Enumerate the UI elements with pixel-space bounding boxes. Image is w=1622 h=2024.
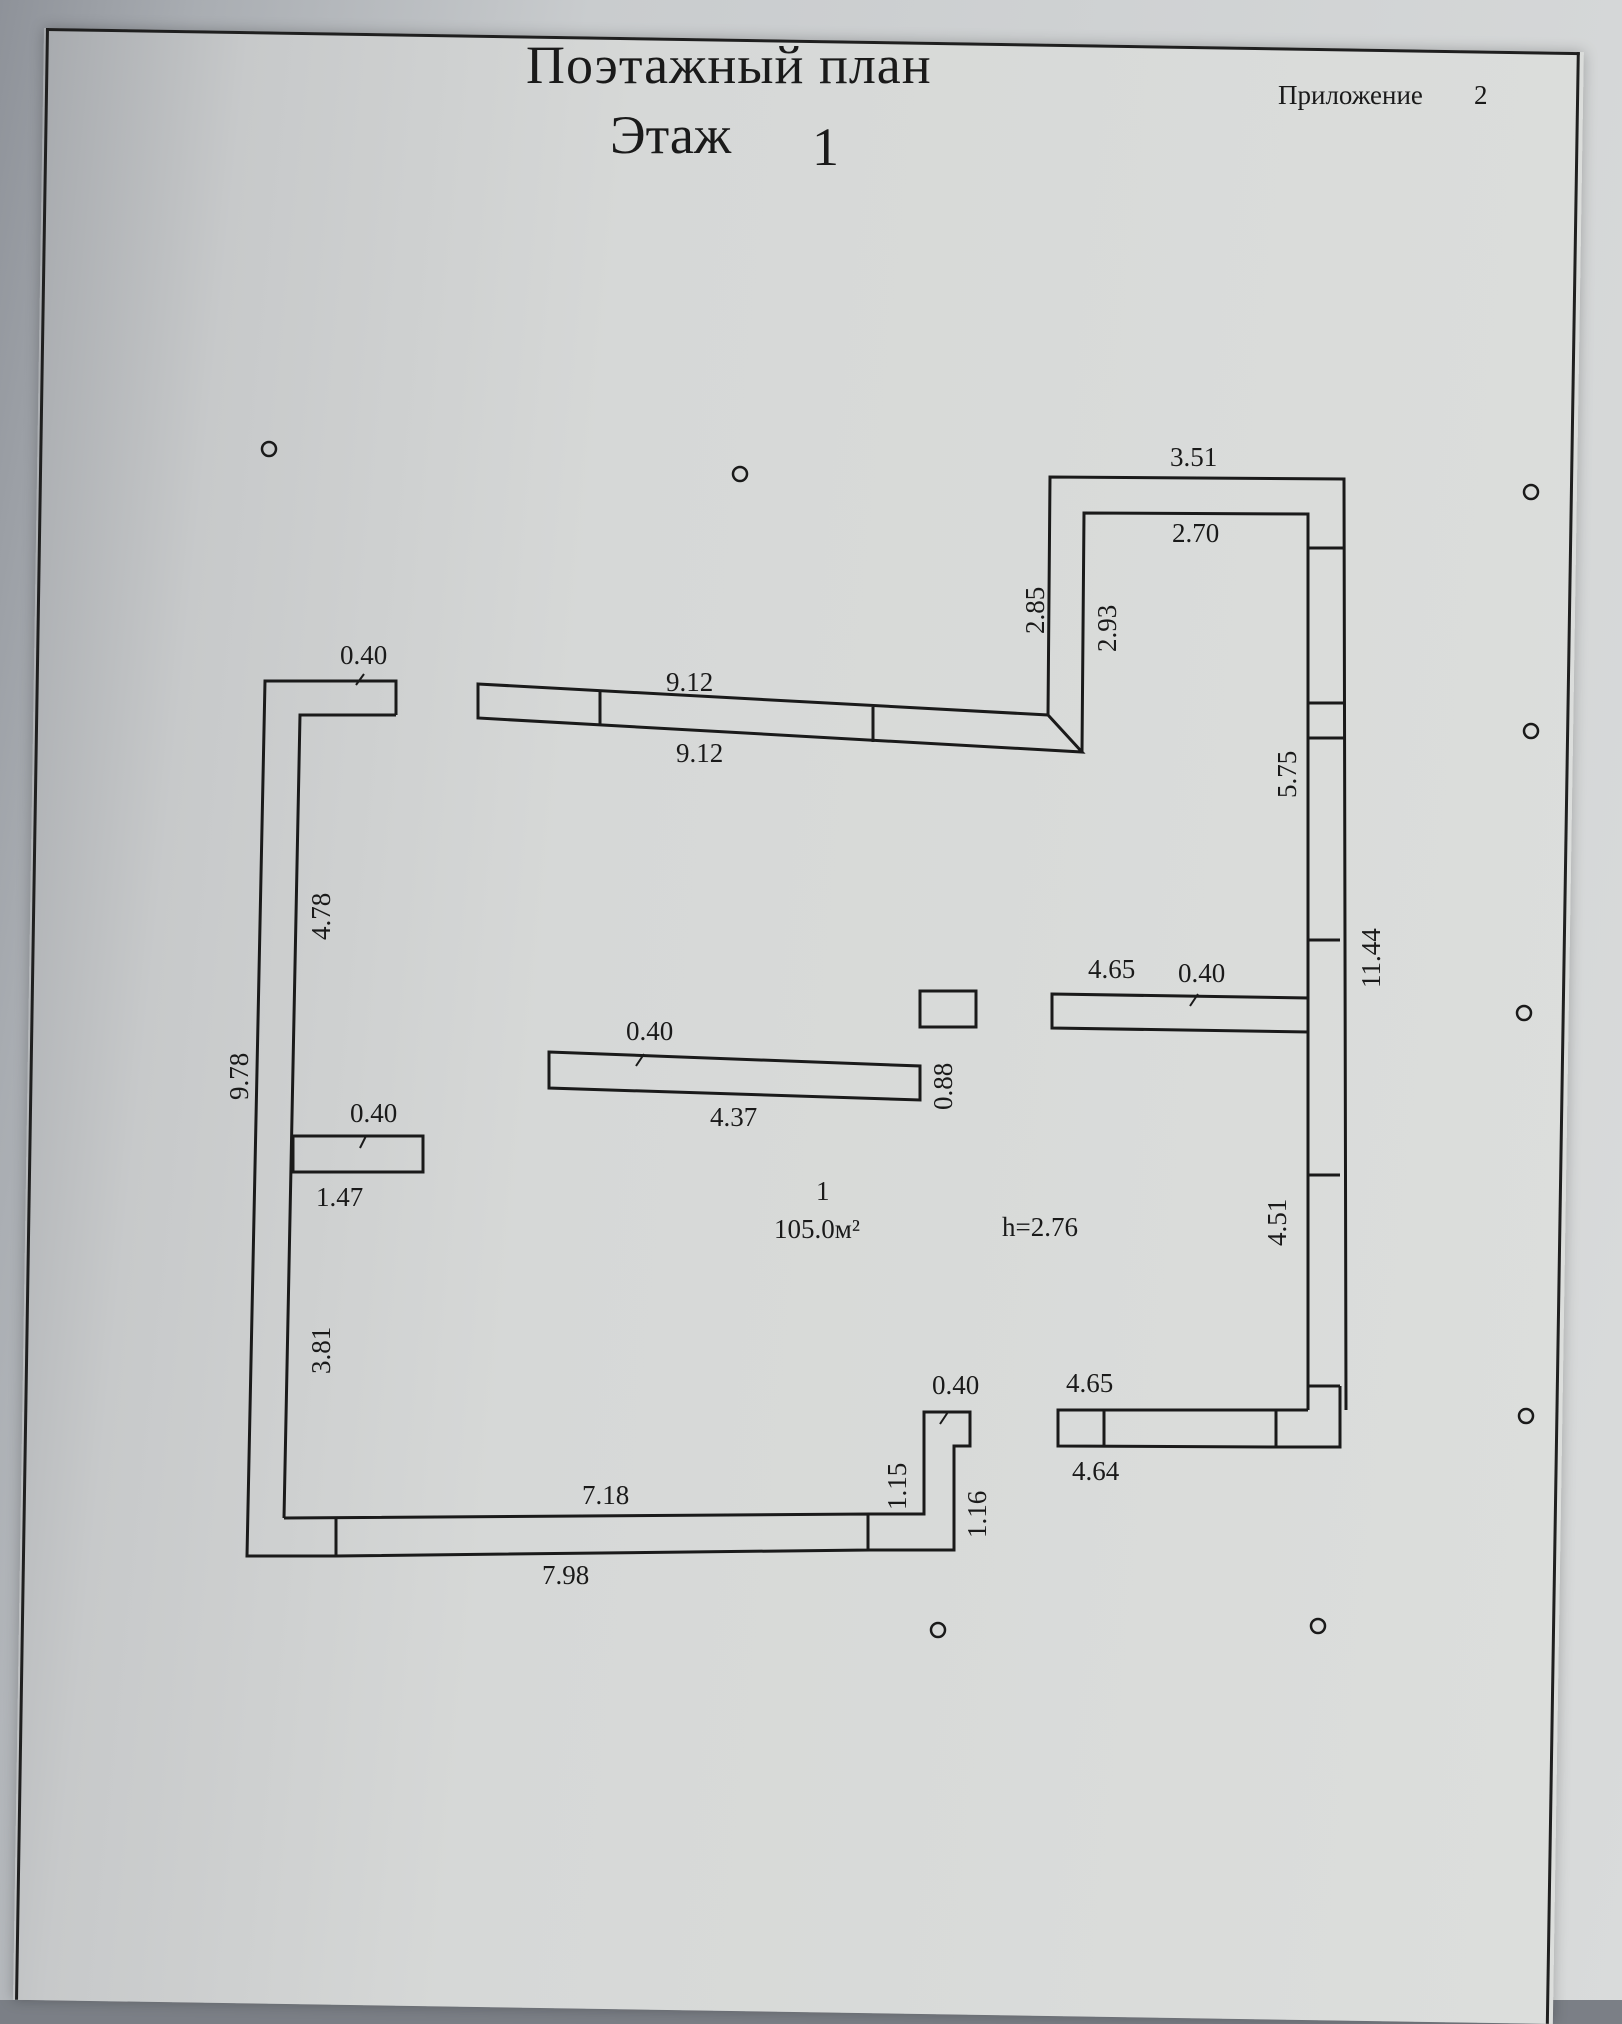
room-area: 105.0м² xyxy=(774,1214,860,1244)
left-inner-wall xyxy=(282,713,396,1519)
notch-outer-wall xyxy=(1046,475,1348,1411)
marker-4 xyxy=(1522,722,1540,740)
marker-6 xyxy=(1517,1407,1535,1425)
bottom-right-corner xyxy=(1274,1386,1342,1449)
marker-5 xyxy=(1515,1004,1533,1022)
center-partition xyxy=(547,1050,922,1102)
bottom-wall xyxy=(283,1512,870,1558)
left-partition xyxy=(291,1134,425,1174)
dim-top-right-outer: 3.51 xyxy=(1170,442,1217,472)
thickness-ticks xyxy=(355,673,1199,1425)
marker-7 xyxy=(929,1621,947,1639)
dim-notch-inner: 2.93 xyxy=(1092,605,1122,652)
dim-top-wall-inner: 9.12 xyxy=(676,738,723,768)
floor-label: Этаж xyxy=(610,105,732,165)
floor-number: 1 xyxy=(812,117,839,177)
dim-notch-outer: 2.85 xyxy=(1020,587,1050,634)
walls xyxy=(245,475,1348,1558)
dim-left-partition-thickness: 0.40 xyxy=(350,1098,397,1128)
top-wall xyxy=(476,682,1086,754)
tick-bottom-door xyxy=(939,1411,949,1425)
dim-left-inner-upper: 4.78 xyxy=(306,893,336,940)
dim-right-inner-lower: 4.51 xyxy=(1262,1199,1292,1246)
dim-top-right-inner: 2.70 xyxy=(1172,518,1219,548)
dim-right-partition-length: 4.65 xyxy=(1088,954,1135,984)
dim-right-inner-upper: 5.75 xyxy=(1272,751,1302,798)
left-outer-wall xyxy=(245,679,398,1558)
page-title: Поэтажный план xyxy=(526,35,932,95)
dim-center-partition-thickness: 0.40 xyxy=(626,1016,673,1046)
dim-bottom-door-thickness: 0.40 xyxy=(932,1370,979,1400)
dimension-labels: 3.51 2.70 2.85 2.93 9.12 9.12 0.40 9.78 … xyxy=(224,442,1386,1590)
dim-bottom-right-stub-outer: 4.65 xyxy=(1066,1368,1113,1398)
dim-bottom-right-stub-inner: 4.64 xyxy=(1072,1456,1120,1486)
dim-left-inner-lower: 3.81 xyxy=(306,1327,336,1374)
marker-1 xyxy=(260,440,278,458)
appendix-label: Приложение xyxy=(1278,80,1423,110)
dim-right-outer: 11.44 xyxy=(1356,928,1386,988)
marker-8 xyxy=(1309,1617,1327,1635)
right-partition xyxy=(1050,992,1310,1034)
survey-markers xyxy=(260,440,1540,1639)
room-labels: 1 105.0м² h=2.76 xyxy=(774,1176,1078,1244)
dim-bottom-door-inner: 1.15 xyxy=(882,1463,912,1510)
notch-inner-wall xyxy=(1080,511,1344,753)
dim-left-outer: 9.78 xyxy=(224,1053,254,1100)
dim-top-left-stub: 0.40 xyxy=(340,640,387,670)
column xyxy=(918,989,978,1029)
tick-center-partition xyxy=(635,1053,645,1067)
room-number: 1 xyxy=(816,1176,830,1206)
marker-3 xyxy=(1522,483,1540,501)
room-height: h=2.76 xyxy=(1002,1212,1078,1242)
tick-right-partition xyxy=(1189,993,1199,1007)
appendix-number: 2 xyxy=(1474,80,1488,110)
dim-right-partition-thickness: 0.40 xyxy=(1178,958,1225,988)
tick-left-partition xyxy=(359,1135,367,1149)
bottom-right-stub xyxy=(1056,1408,1277,1449)
dim-bottom-inner: 7.18 xyxy=(582,1480,629,1510)
dim-column-width: 0.88 xyxy=(928,1063,958,1110)
marker-2 xyxy=(731,465,749,483)
bottom-door-jamb xyxy=(868,1410,972,1552)
tick-top-left xyxy=(355,673,365,686)
dim-top-wall-outer: 9.12 xyxy=(666,667,713,697)
dim-bottom-door-outer: 1.16 xyxy=(962,1491,992,1538)
dim-left-partition-length: 1.47 xyxy=(316,1182,363,1212)
dim-center-partition-length: 4.37 xyxy=(710,1102,757,1132)
dim-bottom-outer: 7.98 xyxy=(542,1560,589,1590)
